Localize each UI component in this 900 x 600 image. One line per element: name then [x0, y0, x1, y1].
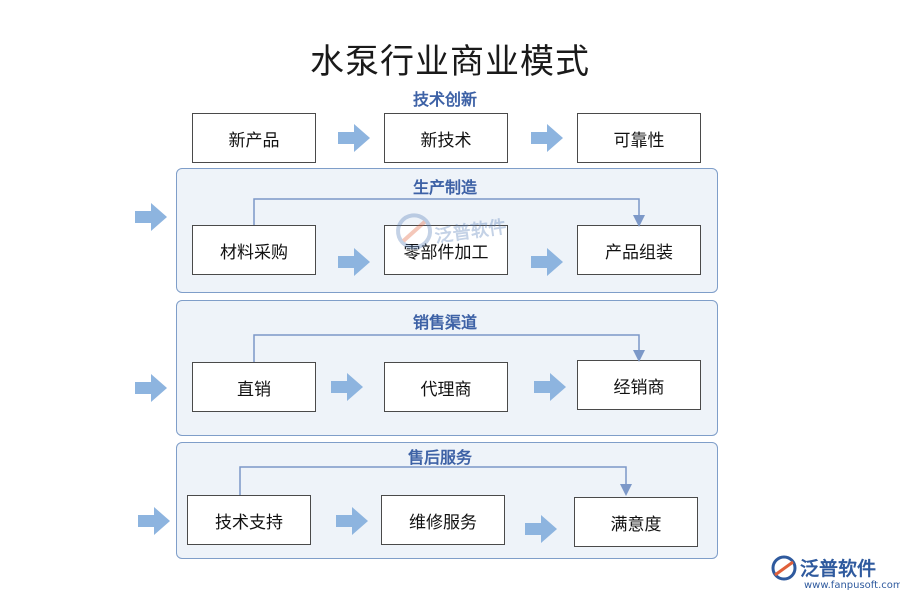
- section-title-tech: 技术创新: [412, 90, 477, 109]
- box-new-tech: 新技术: [384, 113, 508, 163]
- box-material-purchase: 材料采购: [192, 225, 316, 275]
- box-parts-processing: 零部件加工: [384, 225, 508, 275]
- box-new-product: 新产品: [192, 113, 316, 163]
- brand-logo: 泛普软件 www.fanpusoft.com: [770, 552, 900, 596]
- arrow-right-icon: [336, 507, 368, 535]
- box-tech-support: 技术支持: [187, 495, 311, 545]
- box-satisfaction: 满意度: [574, 497, 698, 547]
- brand-name: 泛普软件: [800, 558, 877, 580]
- watermark-logo-icon: [396, 213, 433, 250]
- box-agent: 代理商: [384, 362, 508, 412]
- brand-url: www.fanpusoft.com: [804, 580, 900, 591]
- box-direct-sales: 直销: [192, 362, 316, 412]
- arrow-right-icon: [531, 124, 563, 152]
- section-title-sales: 销售渠道: [412, 313, 477, 332]
- box-product-assembly: 产品组装: [577, 225, 701, 275]
- arrow-right-icon: [135, 203, 167, 231]
- arrow-right-icon: [338, 124, 370, 152]
- arrow-right-icon: [338, 248, 370, 276]
- arrow-right-icon: [138, 507, 170, 535]
- box-repair-service: 维修服务: [381, 495, 505, 545]
- arrow-right-icon: [531, 248, 563, 276]
- watermark: 泛普软件: [391, 196, 528, 274]
- arrow-right-icon: [534, 373, 566, 401]
- section-title-aftersales: 售后服务: [407, 448, 472, 467]
- box-distributor: 经销商: [577, 360, 701, 410]
- arrow-right-icon: [135, 374, 167, 402]
- arrow-right-icon: [331, 373, 363, 401]
- watermark-text: 泛普软件: [433, 216, 508, 248]
- brand-logo-icon: [771, 555, 797, 581]
- section-title-manufacturing: 生产制造: [412, 178, 477, 197]
- arrow-right-icon: [525, 515, 557, 543]
- page-title: 水泵行业商业模式: [310, 42, 590, 82]
- box-reliability: 可靠性: [577, 113, 701, 163]
